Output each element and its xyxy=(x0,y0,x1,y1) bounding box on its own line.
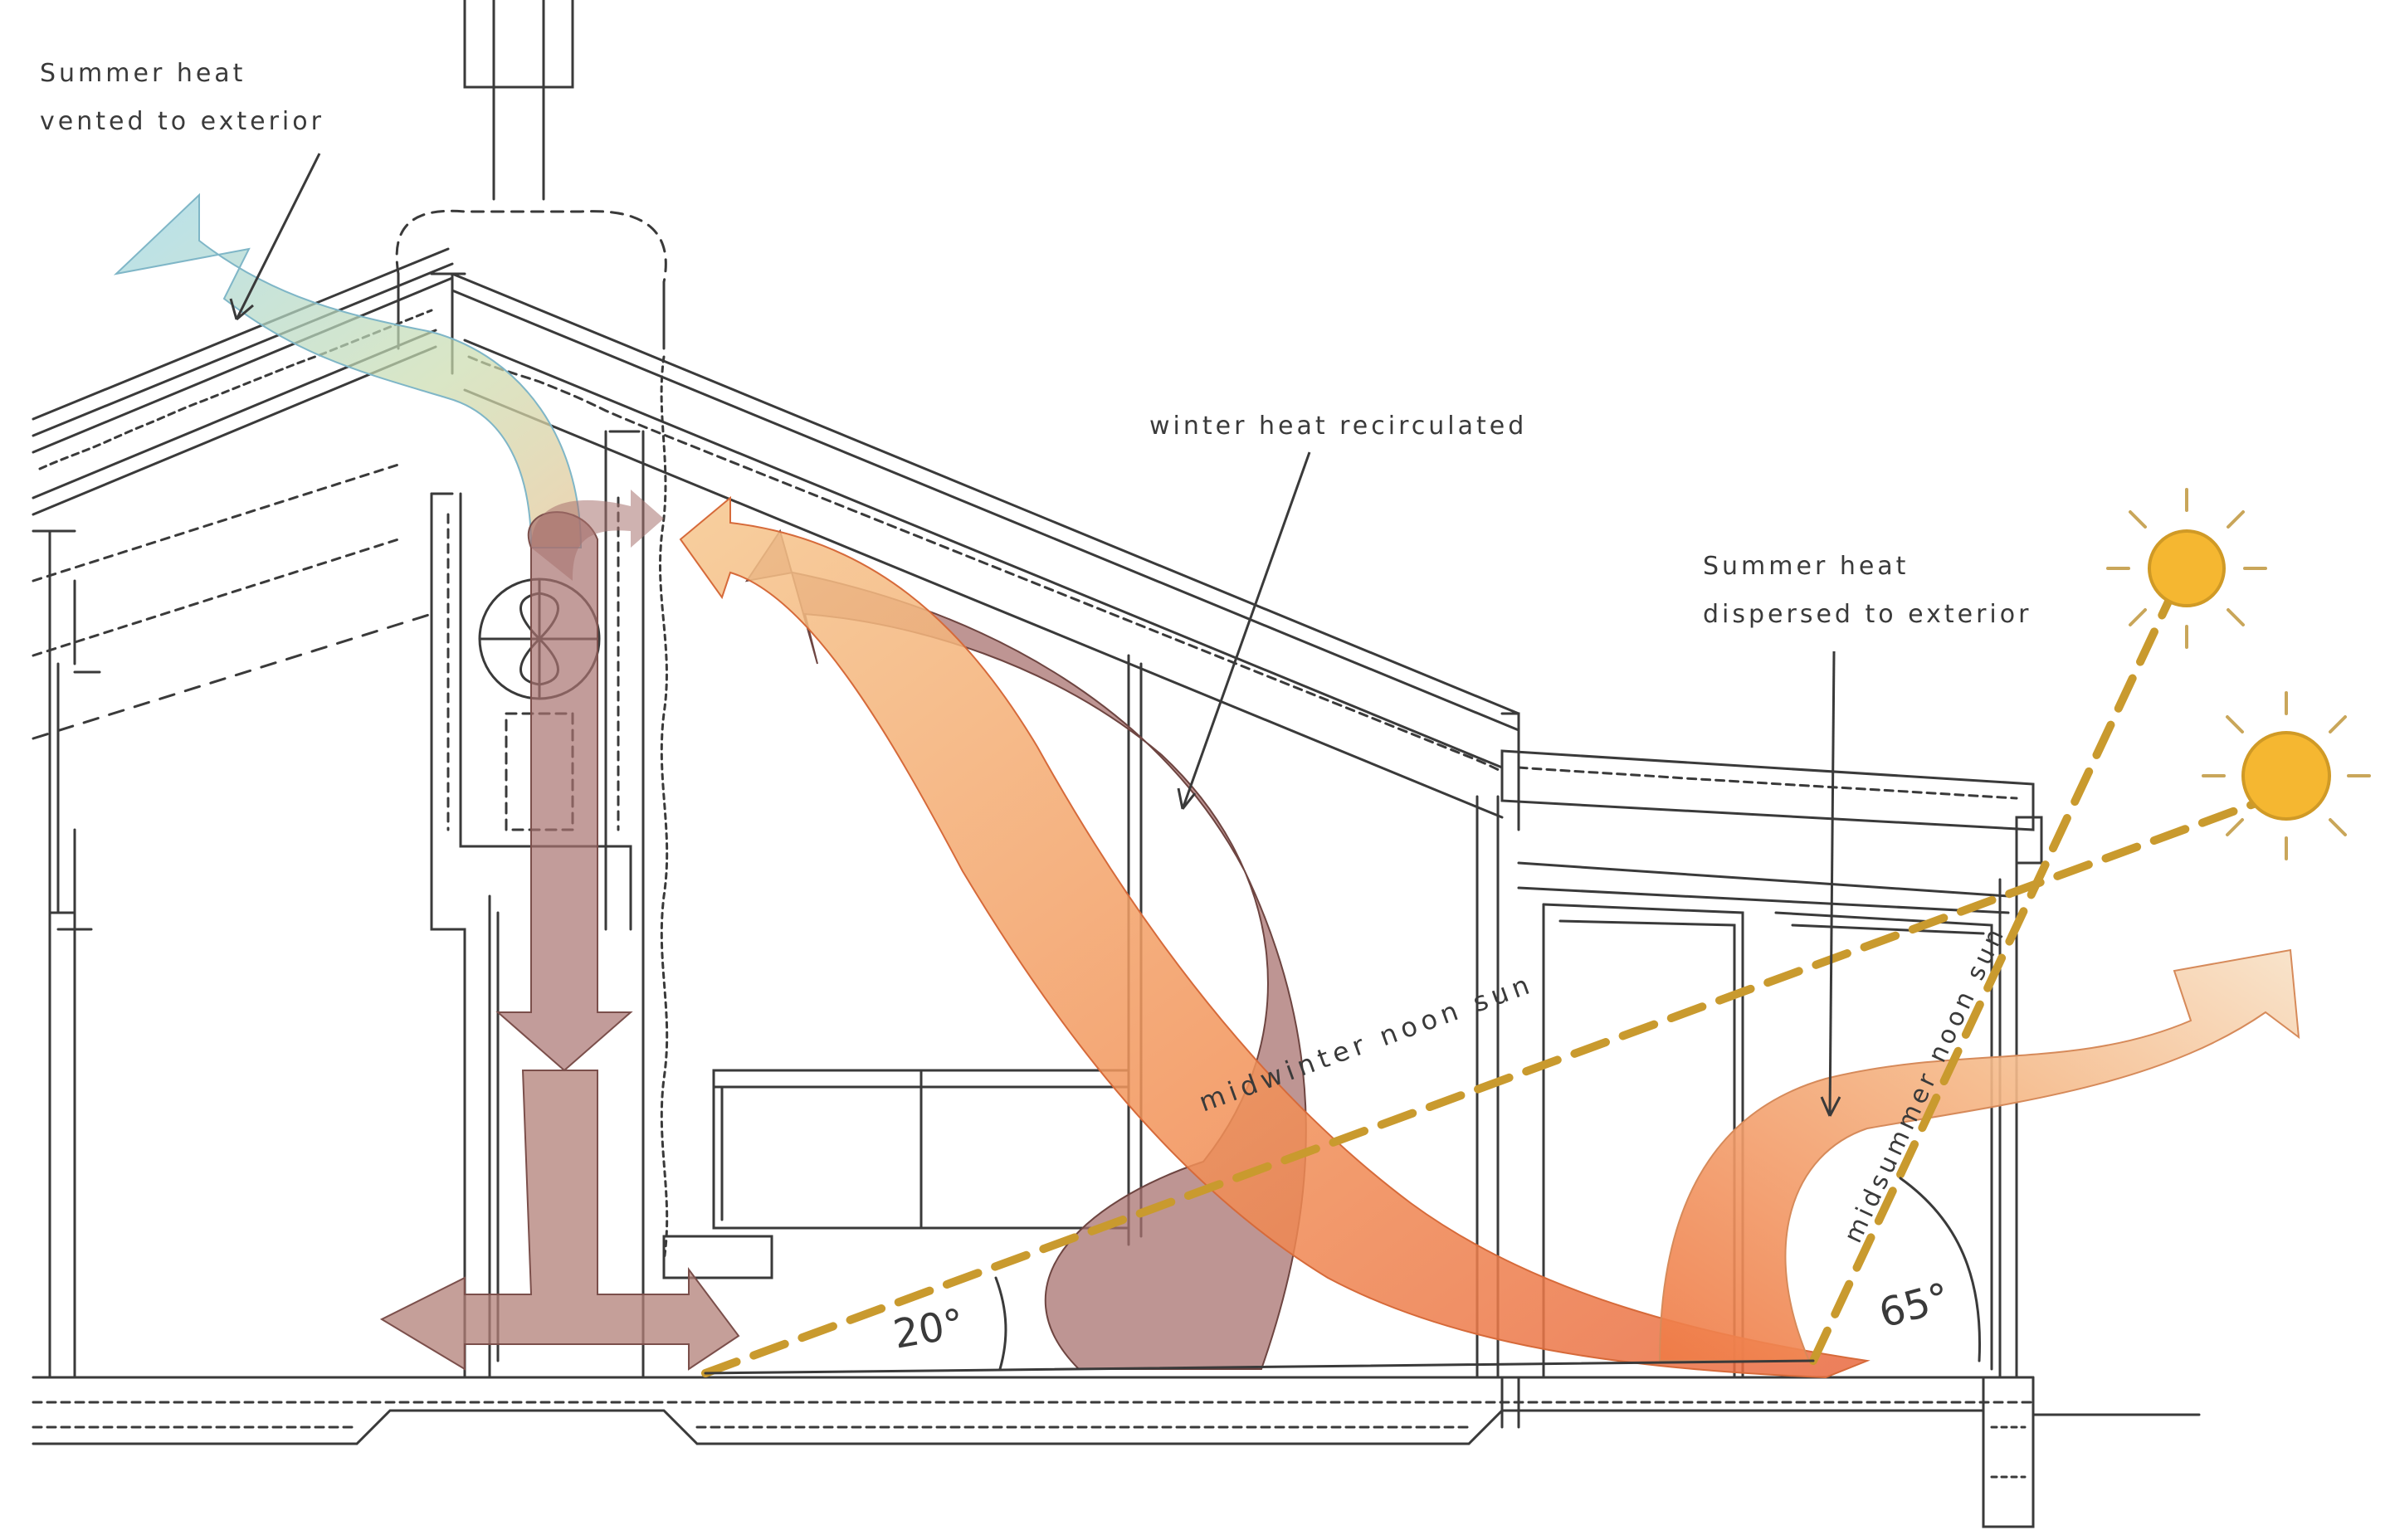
summer-vented-line1: Summer heat xyxy=(40,59,246,88)
midsummer-sun-line xyxy=(1809,585,2178,1365)
winter-recirc-down-arrow xyxy=(495,511,633,1072)
midwinter-sun-line xyxy=(701,792,2278,1377)
summer-sun-icon xyxy=(2106,488,2267,649)
winter-recirc-loop-arrow xyxy=(531,490,664,581)
chimney xyxy=(395,0,667,350)
chimney-wall xyxy=(658,355,669,1263)
angle-20-label: 20° xyxy=(890,1300,968,1358)
sun-angle-lines xyxy=(701,585,2278,1377)
summer-heat-dispersed-label: Summer heat dispersed to exterior xyxy=(1703,543,2032,639)
summer-dispersed-line2: dispersed to exterior xyxy=(1703,600,2032,629)
winter-heat-curve xyxy=(744,529,1307,1370)
lower-roof xyxy=(1500,712,2043,865)
summer-vent-arrow xyxy=(113,192,583,548)
summer-heat-vented-label: Summer heat vented to exterior xyxy=(40,50,324,146)
summer-dispersed-line1: Summer heat xyxy=(1703,552,1910,581)
left-roof xyxy=(32,247,454,1379)
winter-heat-recirculated-label: winter heat recirculated xyxy=(1149,402,1527,451)
floor-distribution-arrow xyxy=(379,1070,740,1371)
floor-slab xyxy=(32,1376,2201,1528)
midwinter-sun-label: midwinter noon sun xyxy=(1195,967,1539,1118)
interior-window xyxy=(712,1069,1130,1230)
summer-disperse-arrow xyxy=(1658,948,2300,1362)
main-roof xyxy=(430,272,1520,819)
airflow-arrows xyxy=(113,192,2300,1379)
winter-sun-icon xyxy=(2202,691,2371,860)
warm-airflow-arrow xyxy=(679,495,1871,1379)
angle-65-label: 65° xyxy=(1875,1274,1955,1337)
summer-vented-line2: vented to exterior xyxy=(40,107,324,136)
callout-leaders xyxy=(229,153,1841,1117)
winter-recirculated-text: winter heat recirculated xyxy=(1149,412,1528,441)
